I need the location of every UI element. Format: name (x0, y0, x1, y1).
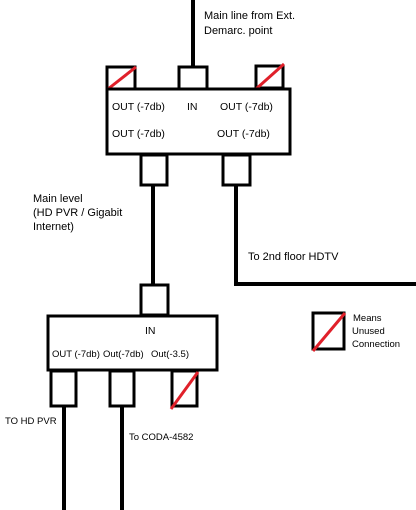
hd-pvr-label: TO HD PVR (5, 416, 57, 427)
top-out-top-right: OUT (-7db) (220, 101, 273, 113)
main-level-label-1: Main level (33, 193, 83, 205)
top-out-top-left: OUT (-7db) (112, 101, 165, 113)
top-splitter-out-port-right (221, 153, 252, 187)
top-out-bottom-right: OUT (-7db) (217, 128, 270, 140)
legend-text-2: Unused (352, 326, 385, 337)
bottom-unused-mark (169, 371, 200, 410)
top-in-label: IN (187, 101, 198, 113)
main-line-label-2: Demarc. point (204, 25, 272, 37)
top-out-bottom-left: OUT (-7db) (112, 128, 165, 140)
coda-label: To CODA-4582 (129, 432, 193, 443)
main-line-label-1: Main line from Ext. (204, 10, 295, 22)
top-splitter-body (105, 87, 292, 156)
main-level-label-3: Internet) (33, 221, 74, 233)
bottom-out-3-label: Out(-3.5) (151, 349, 189, 360)
main-level-label-2: (HD PVR / Gigabit (33, 207, 122, 219)
second-floor-label: To 2nd floor HDTV (248, 251, 339, 263)
top-unused-mark-left (107, 65, 137, 91)
top-splitter-out-port-left (139, 153, 169, 187)
bottom-out-1-label: OUT (-7db) (52, 349, 100, 360)
legend-unused-mark (311, 312, 347, 352)
bottom-in-label: IN (145, 325, 156, 337)
legend-text-1: Means (353, 313, 382, 324)
legend-text-3: Connection (352, 339, 400, 350)
bottom-splitter-out-port-2 (108, 369, 136, 408)
bottom-splitter-in-port (139, 283, 170, 317)
bottom-splitter-out-port-1 (49, 369, 78, 408)
top-splitter-in-port (177, 65, 209, 91)
bottom-splitter-body (46, 314, 219, 372)
second-floor-cable (234, 185, 416, 286)
bottom-out-2-label: Out(-7db) (103, 349, 144, 360)
top-unused-mark-right (255, 62, 285, 91)
